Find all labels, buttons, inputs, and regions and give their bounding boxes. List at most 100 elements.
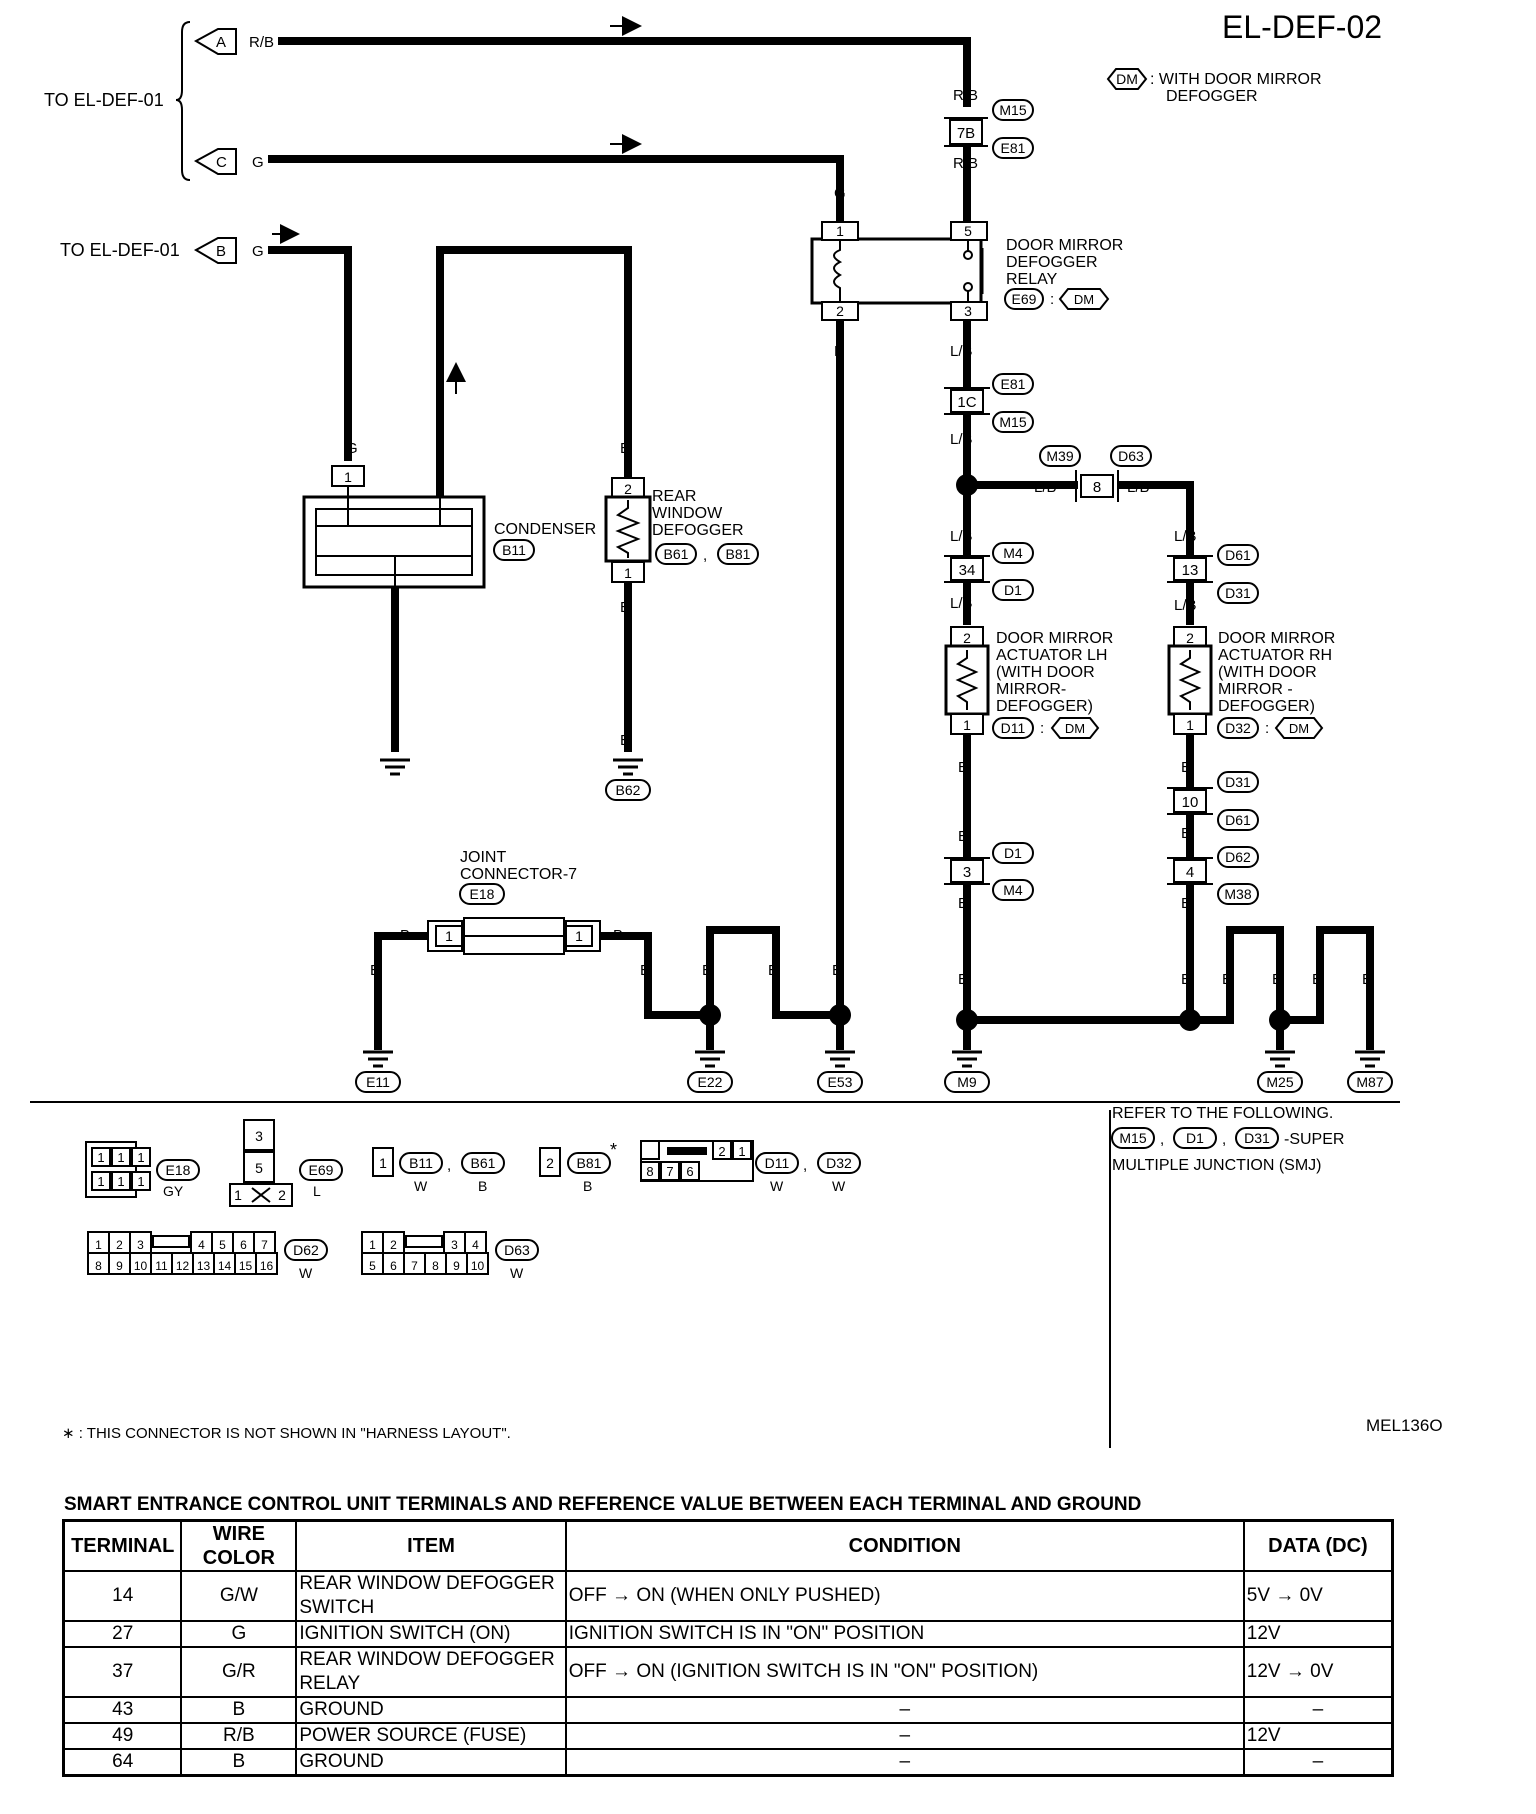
cell-wire-color: G [180,1620,298,1648]
wire-g-to-condenser [268,224,352,461]
svg-text:3: 3 [255,1128,263,1144]
cell-wire-color: B [180,1696,298,1724]
tag-m4-b: M4 [992,879,1034,901]
svg-text:A: A [216,34,226,51]
svg-text:M38: M38 [1224,886,1251,902]
tag-d62: D62 [1217,846,1259,868]
table-row: 43 B GROUND – – [62,1696,1394,1724]
svg-text:M15: M15 [999,414,1026,430]
svg-text:TO EL-DEF-01: TO EL-DEF-01 [60,240,180,260]
svg-text:D63: D63 [1118,448,1144,464]
ground-e22: E22 [687,1050,733,1093]
svg-text:R/B: R/B [953,87,978,104]
svg-text:,: , [1160,1131,1164,1148]
cell-terminal: 14 [62,1570,183,1622]
svg-text:B: B [832,962,842,979]
svg-text:DEFOGGER): DEFOGGER) [996,698,1093,715]
pin-label: 13 [197,1259,211,1273]
ground-m9: M9 [944,1050,990,1093]
pin-label: 2 [116,1238,123,1252]
tag-m4-a: M4 [992,542,1034,564]
svg-text:B: B [1362,971,1372,988]
svg-text:B: B [400,927,410,944]
connector-color: W [299,1265,313,1281]
svg-text:MIRROR-: MIRROR- [996,681,1066,698]
connector-13: 13 [1167,555,1213,583]
svg-text:,: , [1222,1131,1226,1148]
table-header-row: TERMINAL WIRE COLOR ITEM CONDITION DATA … [62,1519,1394,1572]
svg-text:DEFOGGER: DEFOGGER [1006,254,1098,271]
tag-m15-b: M15 [992,411,1034,433]
tag-m39: M39 [1039,445,1081,467]
connector-view-e69: 3 5 1 2 E69 L [229,1119,343,1207]
connector-color: W [510,1265,524,1281]
svg-text:5: 5 [964,223,972,239]
svg-text:B: B [1272,971,1282,988]
svg-text:1: 1 [137,1150,144,1165]
svg-text:REAR: REAR [652,488,696,505]
svg-text:DM: DM [1116,71,1138,87]
svg-text:2: 2 [546,1155,554,1171]
cell-condition: – [564,1696,1245,1724]
svg-text:B11: B11 [502,542,526,558]
pin-label: 10 [134,1259,148,1273]
svg-text:1: 1 [117,1150,124,1165]
svg-text:L/B: L/B [950,528,973,545]
table-title: SMART ENTRANCE CONTROL UNIT TERMINALS AN… [64,1494,1142,1515]
svg-text:3: 3 [964,303,972,319]
svg-text:1: 1 [344,469,352,485]
svg-text:2: 2 [624,481,632,497]
svg-text:B81: B81 [577,1155,602,1171]
svg-text:1C: 1C [957,394,976,411]
svg-text:G: G [252,243,264,260]
svg-text:DOOR MIRROR: DOOR MIRROR [1006,237,1123,254]
pin-label: 8 [432,1259,439,1273]
svg-text:D1: D1 [1004,582,1022,598]
connector-view-b81: 2 B81 * B [539,1140,617,1194]
svg-text:REFER TO THE FOLLOWING.: REFER TO THE FOLLOWING. [1112,1105,1333,1122]
svg-text:TO EL-DEF-01: TO EL-DEF-01 [44,90,164,110]
svg-text:DM: DM [1289,721,1309,736]
pin-label: 11 [155,1259,168,1273]
svg-text:10: 10 [1182,794,1199,811]
svg-text:D11: D11 [765,1155,790,1171]
svg-text:MULTIPLE JUNCTION (SMJ): MULTIPLE JUNCTION (SMJ) [1112,1157,1321,1174]
pin-label: 7 [411,1259,418,1273]
door-mirror-actuator-lh: 2 1 DOOR MIRROR ACTUATOR LH (WITH DOOR M… [944,626,1113,739]
svg-text:13: 13 [1182,562,1199,579]
cell-data: – [1242,1696,1394,1724]
cell-data: – [1242,1748,1394,1777]
connector-1c: 1C [944,387,990,415]
cell-data: 12V [1242,1722,1394,1750]
svg-text::: : [1050,291,1054,308]
pin-label: 8 [95,1259,102,1273]
svg-text:1: 1 [445,928,453,944]
cell-condition: IGNITION SWITCH IS IN "ON" POSITION [564,1620,1245,1648]
header-wire-color: WIRE COLOR [180,1519,298,1572]
svg-text:2: 2 [278,1187,286,1203]
svg-text:D32: D32 [1225,720,1251,736]
cell-data: 12V → 0V [1242,1646,1394,1698]
tag-d31-a: D31 [1217,582,1259,604]
header-item: ITEM [295,1519,567,1572]
pin-label: 4 [198,1238,205,1252]
svg-text:R/B: R/B [249,34,274,51]
svg-text:1: 1 [379,1155,387,1171]
svg-text:B: B [1222,971,1232,988]
door-mirror-defogger-relay: 1 5 2 3 DOOR MIRROR DEFOGGER RELAY E69 :… [810,221,1123,321]
pin-label: 1 [95,1238,102,1252]
table-row: 27 G IGNITION SWITCH (ON) IGNITION SWITC… [62,1620,1394,1648]
tag-e81-b: E81 [992,373,1034,395]
wiring-diagram: EL-DEF-02 DM : WITH DOOR MIRROR DEFOGGER… [30,9,1443,1448]
svg-text:D62: D62 [1225,849,1251,865]
svg-text:M15: M15 [999,102,1026,118]
connector-view-b11-b61: 1 B11 , B61 W B [372,1147,505,1194]
pin-label: 6 [390,1259,397,1273]
ground-e11: E11 [355,1050,401,1093]
pin-label: 16 [260,1259,274,1273]
ground-e53: E53 [817,1050,863,1093]
svg-text:DM: DM [1074,292,1094,307]
svg-text:DEFOGGER: DEFOGGER [652,522,744,539]
svg-text:M25: M25 [1266,1074,1293,1090]
pin-label: 9 [453,1259,460,1273]
